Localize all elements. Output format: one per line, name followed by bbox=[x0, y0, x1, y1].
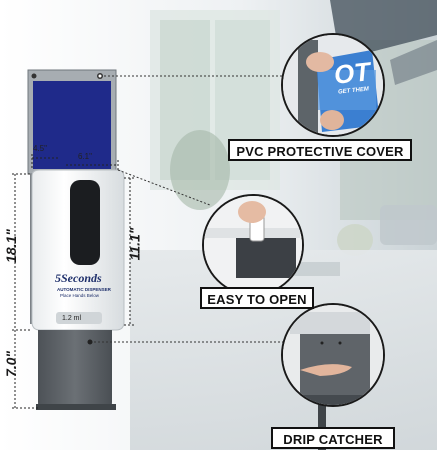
brand-subtitle-2: Place Hands Below bbox=[60, 293, 100, 298]
sign-panel bbox=[33, 81, 111, 169]
dimension-dispenser-height: 11.1" bbox=[126, 227, 143, 261]
callout-pvc-cover: PVC PROTECTIVE COVER bbox=[228, 139, 412, 161]
dimension-tray-height: 7.0" bbox=[3, 350, 20, 378]
callout-drip-catcher: DRIP CATCHER bbox=[271, 427, 395, 449]
drip-tray bbox=[38, 330, 112, 410]
indicator-label: 1.2 ml bbox=[62, 315, 82, 322]
brand-logo-text: 5Seconds bbox=[55, 271, 102, 285]
dimension-width-front: 6.1" bbox=[78, 152, 92, 161]
callout-easy-open: EASY TO OPEN bbox=[200, 287, 314, 309]
brand-subtitle-1: AUTOMATIC DISPENSER bbox=[57, 287, 111, 292]
viewing-window bbox=[70, 180, 100, 265]
dimension-width-top: 4.5" bbox=[33, 144, 47, 153]
dimension-total-height: 18.1" bbox=[2, 229, 19, 263]
